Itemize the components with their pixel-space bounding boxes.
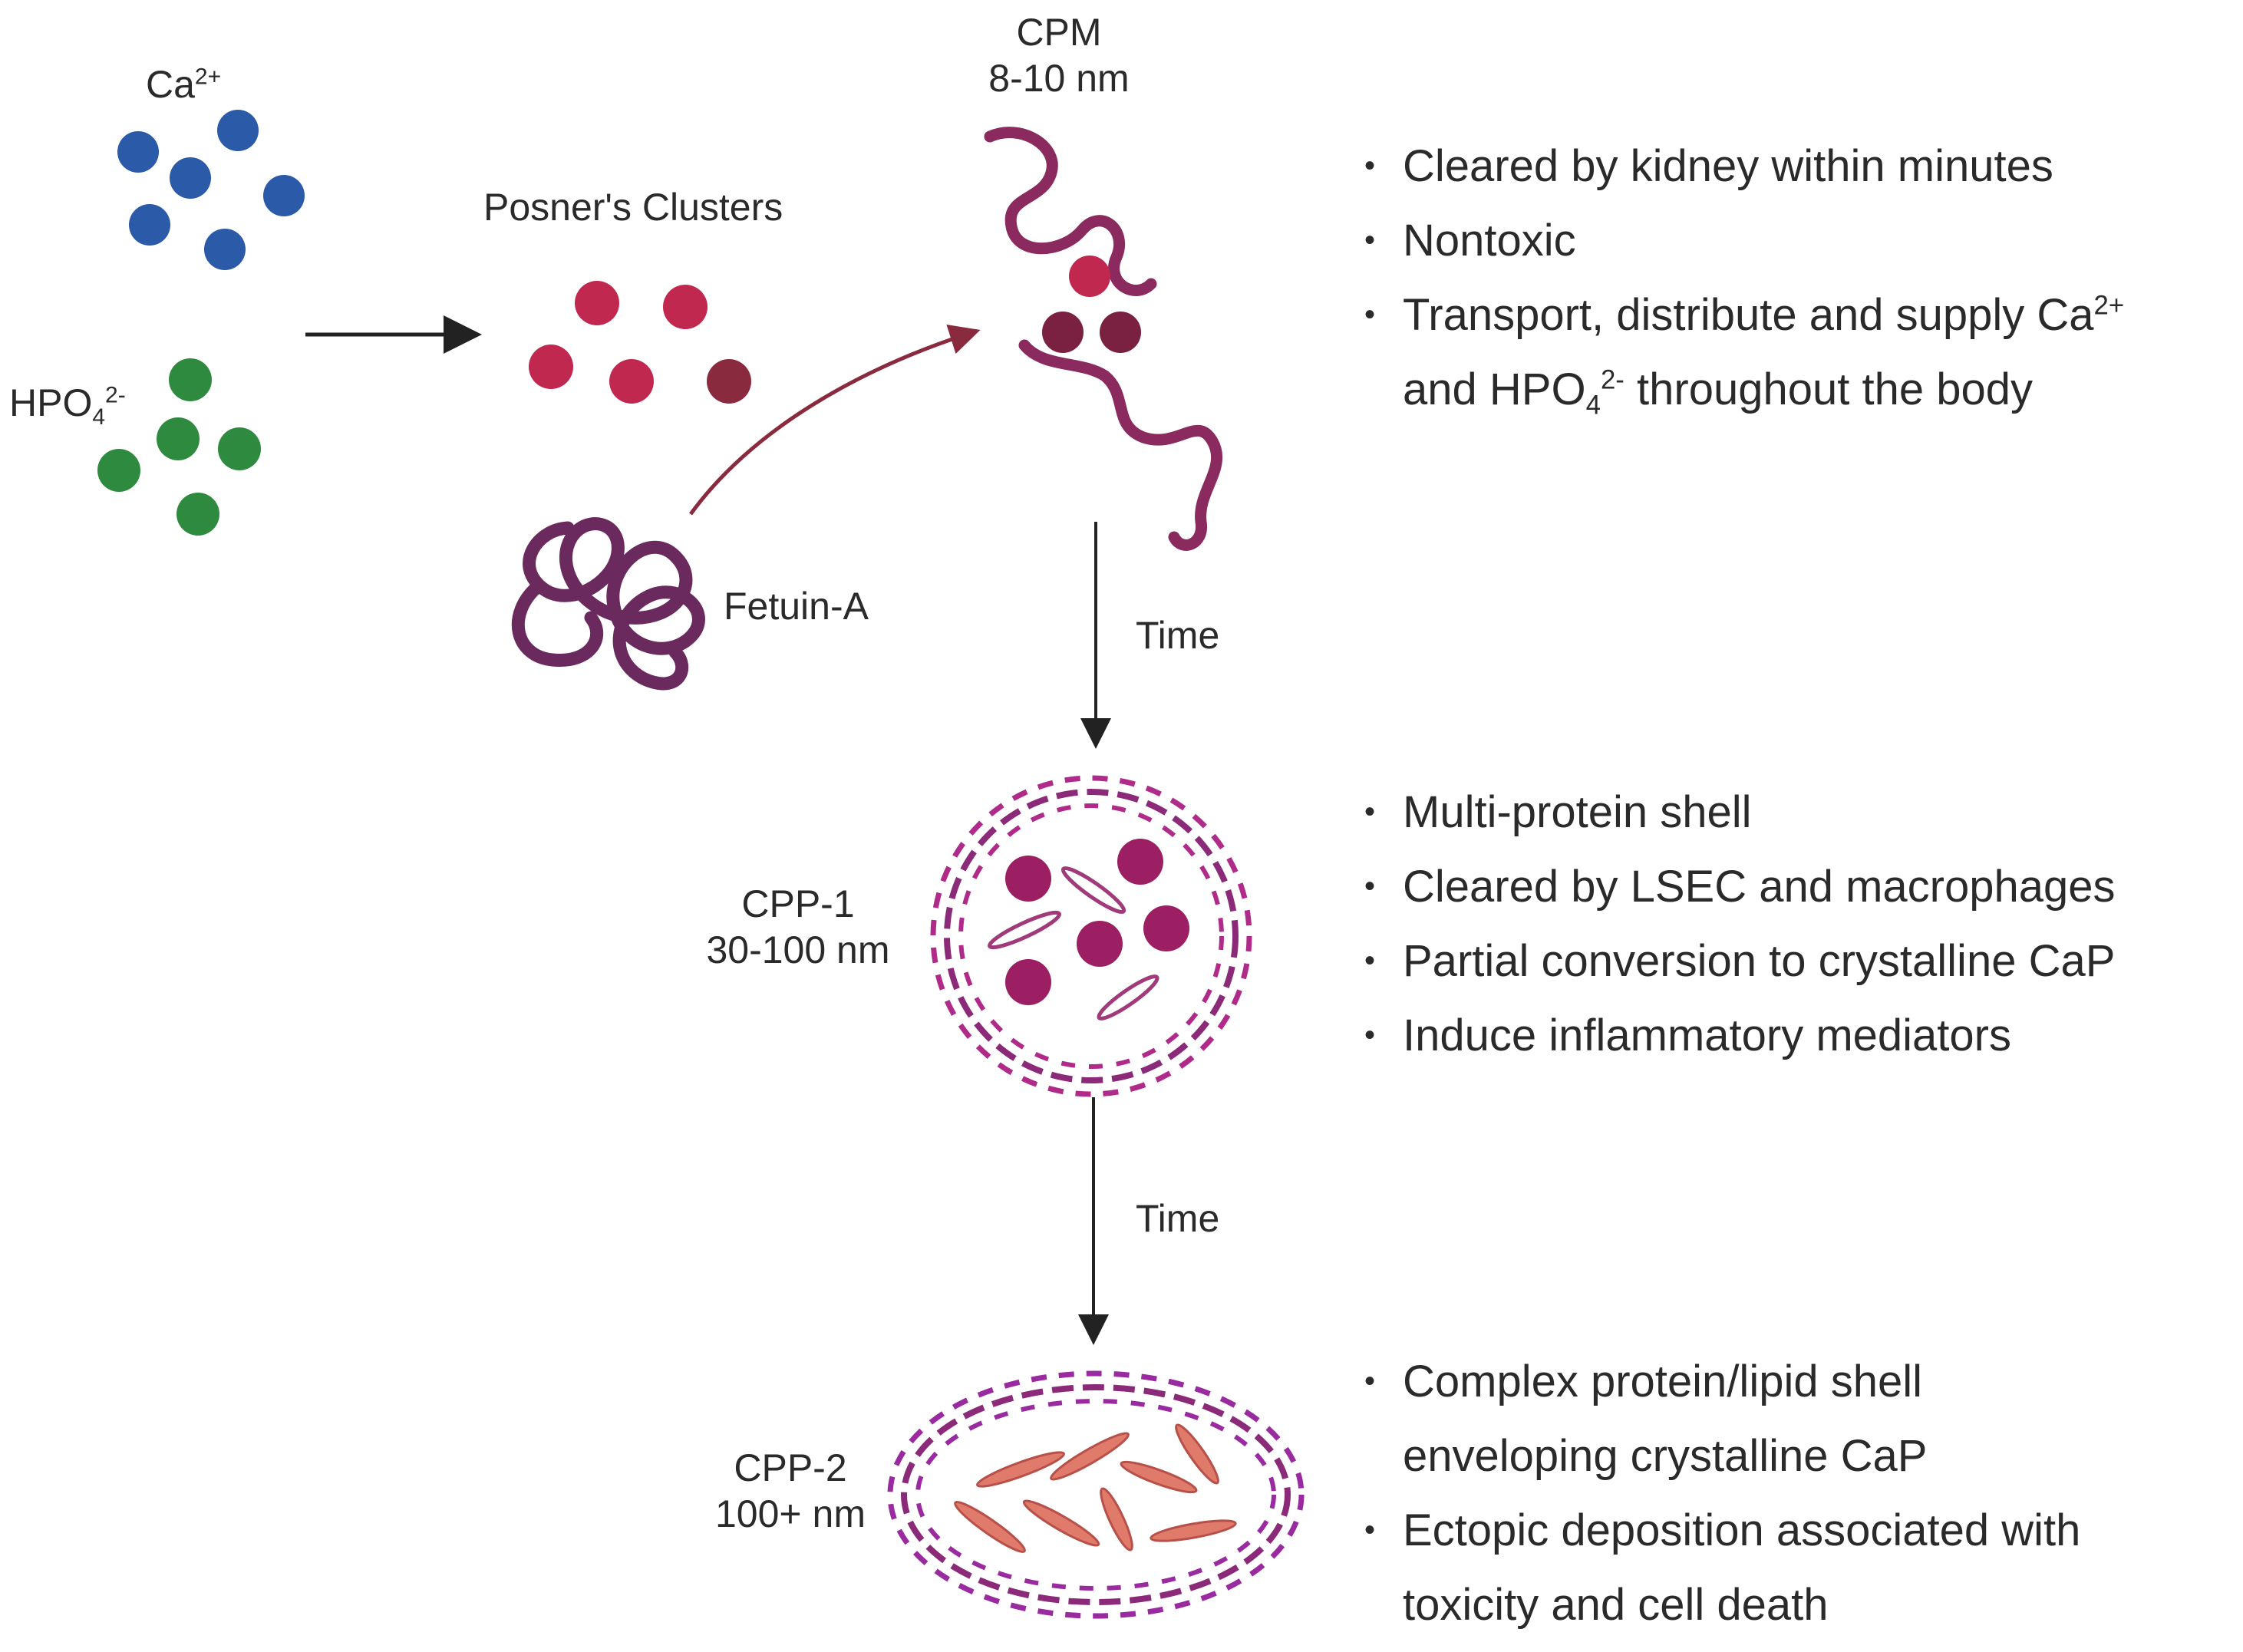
cpm-bullets: Cleared by kidney within minutes Nontoxi… [1364, 129, 2124, 427]
phosphate-ion [97, 449, 140, 492]
cpp1-crystal [988, 910, 1061, 950]
posner-clusters-label: Posner's Clusters [483, 186, 783, 229]
cpp1-crystal [1097, 974, 1159, 1021]
calcium-ion [129, 204, 170, 246]
cpm-label: CPM 8-10 nm [967, 9, 1151, 101]
phosphate-ion [157, 417, 200, 460]
time-label-1: Time [1136, 614, 1220, 657]
calcium-ion [204, 229, 246, 270]
fetuin-a-label: Fetuin-A [724, 585, 869, 628]
calcium-ion [263, 175, 305, 216]
cpp2-crystal [1022, 1499, 1100, 1547]
calcium-ions [117, 110, 305, 270]
cpp2-bullet: Ectopic deposition associated with [1364, 1493, 2080, 1568]
cpm-bullet-line1: Transport, distribute and supply Ca2+ [1364, 278, 2124, 352]
cpp1-core-particle [1143, 905, 1189, 951]
cpp1-bullet: Partial conversion to crystalline CaP [1364, 924, 2116, 998]
cpp1-bullet: Multi-protein shell [1364, 775, 2116, 849]
cpm-core-cluster [1042, 312, 1084, 353]
cpp2-particle [887, 1370, 1305, 1619]
phosphate-ion [218, 427, 261, 470]
cpp1-size: 30-100 nm [706, 928, 890, 971]
cpp2-crystal [1150, 1519, 1237, 1542]
cpm-particle [984, 127, 1222, 551]
cpp1-bullet: Induce inflammatory mediators [1364, 998, 2116, 1073]
cpm-name: CPM [1016, 11, 1102, 54]
cpm-size: 8-10 nm [988, 57, 1130, 100]
cpp2-size: 100+ nm [715, 1492, 866, 1535]
fetuin-a-protein [511, 517, 705, 691]
cpp2-crystal [1050, 1432, 1130, 1481]
cpp1-label: CPP-1 30-100 nm [683, 881, 913, 973]
arrow-fetuin-to-cpm [688, 325, 981, 516]
calcium-label: Ca2+ [146, 63, 222, 106]
cpp1-bullet: Cleared by LSEC and macrophages [1364, 849, 2116, 924]
posner-clusters [529, 281, 751, 404]
cpp2-bullet-cont: toxicity and cell death [1403, 1580, 1829, 1630]
cpm-core-cluster [1069, 256, 1110, 297]
cpp1-crystal [1060, 866, 1126, 915]
cpp1-core-particle [1005, 856, 1051, 902]
posner-cluster [663, 285, 708, 329]
cpp2-bullet-cont: enveloping crystalline CaP [1403, 1431, 1928, 1481]
cpp1-bullets: Multi-protein shell Cleared by LSEC and … [1364, 775, 2116, 1073]
cpm-bullet-line2: and HPO42- throughout the body [1403, 364, 2033, 420]
phosphate-ion [169, 358, 212, 401]
posner-cluster [707, 359, 751, 404]
calcium-ion [170, 157, 211, 199]
cpp2-crystal [954, 1501, 1026, 1553]
cpp2-label: CPP-2 100+ nm [691, 1445, 890, 1537]
cpp2-crystal [1175, 1423, 1219, 1485]
posner-cluster [529, 345, 573, 389]
phosphate-ions [97, 358, 261, 536]
cpp2-name: CPP-2 [734, 1446, 847, 1489]
cpp1-core-particle [1117, 839, 1163, 885]
cpm-bullet: Cleared by kidney within minutes [1364, 129, 2124, 203]
posner-cluster [609, 359, 654, 404]
posner-cluster [575, 281, 619, 325]
cpp2-crystal [1100, 1487, 1133, 1551]
cpm-core-cluster [1100, 312, 1141, 353]
phosphate-label: HPO42- [9, 381, 126, 430]
cpp2-bullets: Complex protein/lipid shell enveloping c… [1364, 1344, 2080, 1642]
cpp1-core-particle [1005, 959, 1051, 1005]
cpp1-name: CPP-1 [741, 882, 855, 925]
cpp1-core-particle [1077, 921, 1123, 967]
cpp2-crystal [1120, 1460, 1198, 1494]
cpp2-bullet: Complex protein/lipid shell [1364, 1344, 2080, 1419]
time-label-2: Time [1136, 1197, 1220, 1240]
cpp1-particle [930, 775, 1252, 1097]
cpp2-crystal [976, 1451, 1065, 1488]
calcium-ion [117, 131, 159, 173]
phosphate-ion [176, 493, 219, 536]
cpm-bullet: Nontoxic [1364, 203, 2124, 278]
calcium-ion [217, 110, 259, 151]
